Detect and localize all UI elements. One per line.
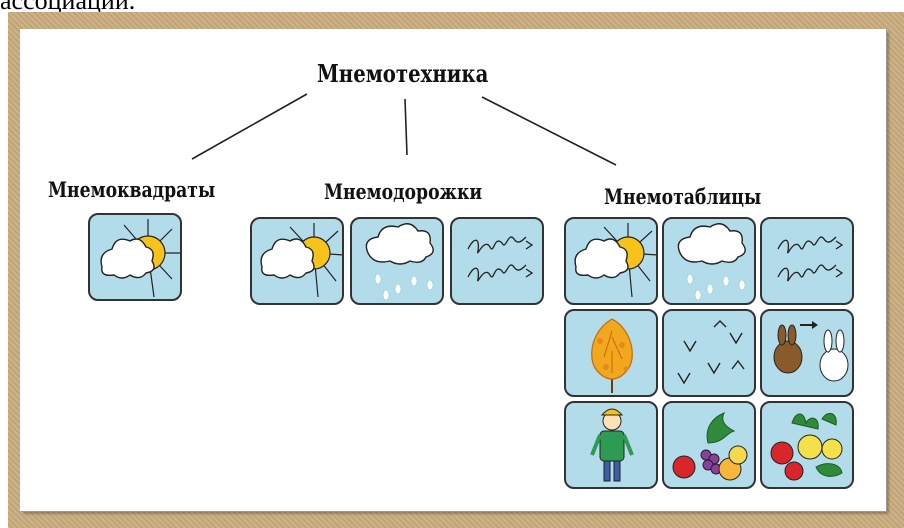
rain-cloud-icon — [365, 223, 434, 301]
mnemo-table-tile-3 — [760, 217, 854, 305]
vegetables-icon — [770, 412, 843, 481]
connector-dorozhki — [404, 98, 408, 156]
picture-frame: Мнемотехника Мнемоквадраты Мнемодорожки … — [8, 12, 904, 528]
rain-cloud-icon — [677, 223, 746, 301]
mnemo-table-tile-6 — [760, 309, 854, 397]
branch-title-mnemotablitsy: Мнемотаблицы — [604, 184, 762, 209]
mnemo-table-tile-4 — [564, 309, 658, 397]
wind-icon — [777, 236, 844, 282]
cutoff-text: ассоциации. — [0, 0, 136, 15]
mnemo-table-tile-2 — [662, 217, 756, 305]
diagram-panel: Мнемотехника Мнемоквадраты Мнемодорожки … — [20, 29, 886, 511]
branch-title-mnemodorozhki: Мнемодорожки — [324, 179, 483, 204]
branch-title-mnemokvadraty: Мнемоквадраты — [48, 177, 216, 202]
connector-kvadraty — [191, 93, 308, 160]
mnemo-track-tile-1 — [250, 217, 344, 305]
connector-tablitsy — [481, 96, 617, 166]
diagram-root-title: Мнемотехника — [317, 59, 489, 88]
mnemo-table-tile-9 — [760, 401, 854, 489]
sun-cloud-icon — [260, 223, 342, 298]
mnemo-table-tile-5 — [662, 309, 756, 397]
mnemo-track-tile-3 — [450, 217, 544, 305]
mnemo-table-tile-1 — [564, 217, 658, 305]
mnemo-square-tile — [88, 213, 182, 301]
birds-icon — [677, 320, 745, 385]
mnemo-table-tile-7 — [564, 401, 658, 489]
sun-cloud-icon — [574, 223, 656, 298]
wind-icon — [467, 236, 534, 282]
hares-icon — [773, 321, 849, 382]
fruit-icon — [672, 412, 748, 481]
dressed-boy-icon — [590, 408, 634, 482]
connector-lines — [191, 93, 617, 166]
autumn-tree-icon — [591, 318, 633, 393]
mnemo-table-tile-8 — [662, 401, 756, 489]
sun-cloud-icon — [100, 219, 180, 298]
mnemo-track-tile-2 — [350, 217, 444, 305]
